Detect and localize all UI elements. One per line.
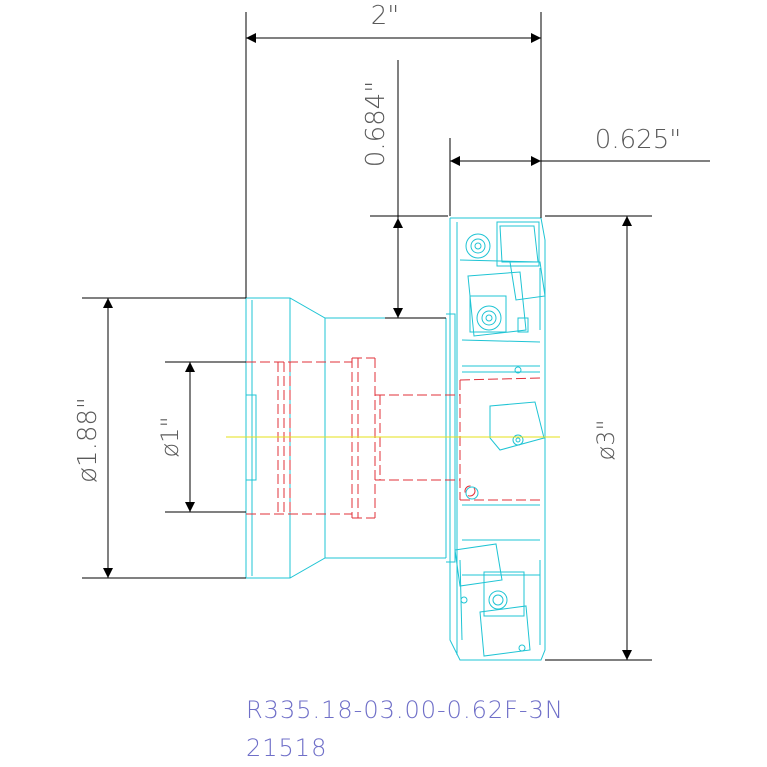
part-number: R335.18-03.00-0.62F-3N [246, 696, 564, 724]
part-outline [245, 217, 546, 661]
dim-cutter-diameter: ø3" [592, 420, 620, 461]
dimension-lines [82, 12, 710, 661]
dim-bore-diameter: ø1" [156, 417, 184, 458]
dim-insert-projection: 0.625" [595, 125, 681, 155]
hidden-features [246, 357, 541, 519]
dim-shank-diameter: ø1.88" [73, 397, 103, 483]
item-code: 21518 [246, 734, 328, 762]
dim-shank-step: 0.684" [361, 81, 391, 167]
dim-overall-length: 2" [371, 1, 400, 31]
